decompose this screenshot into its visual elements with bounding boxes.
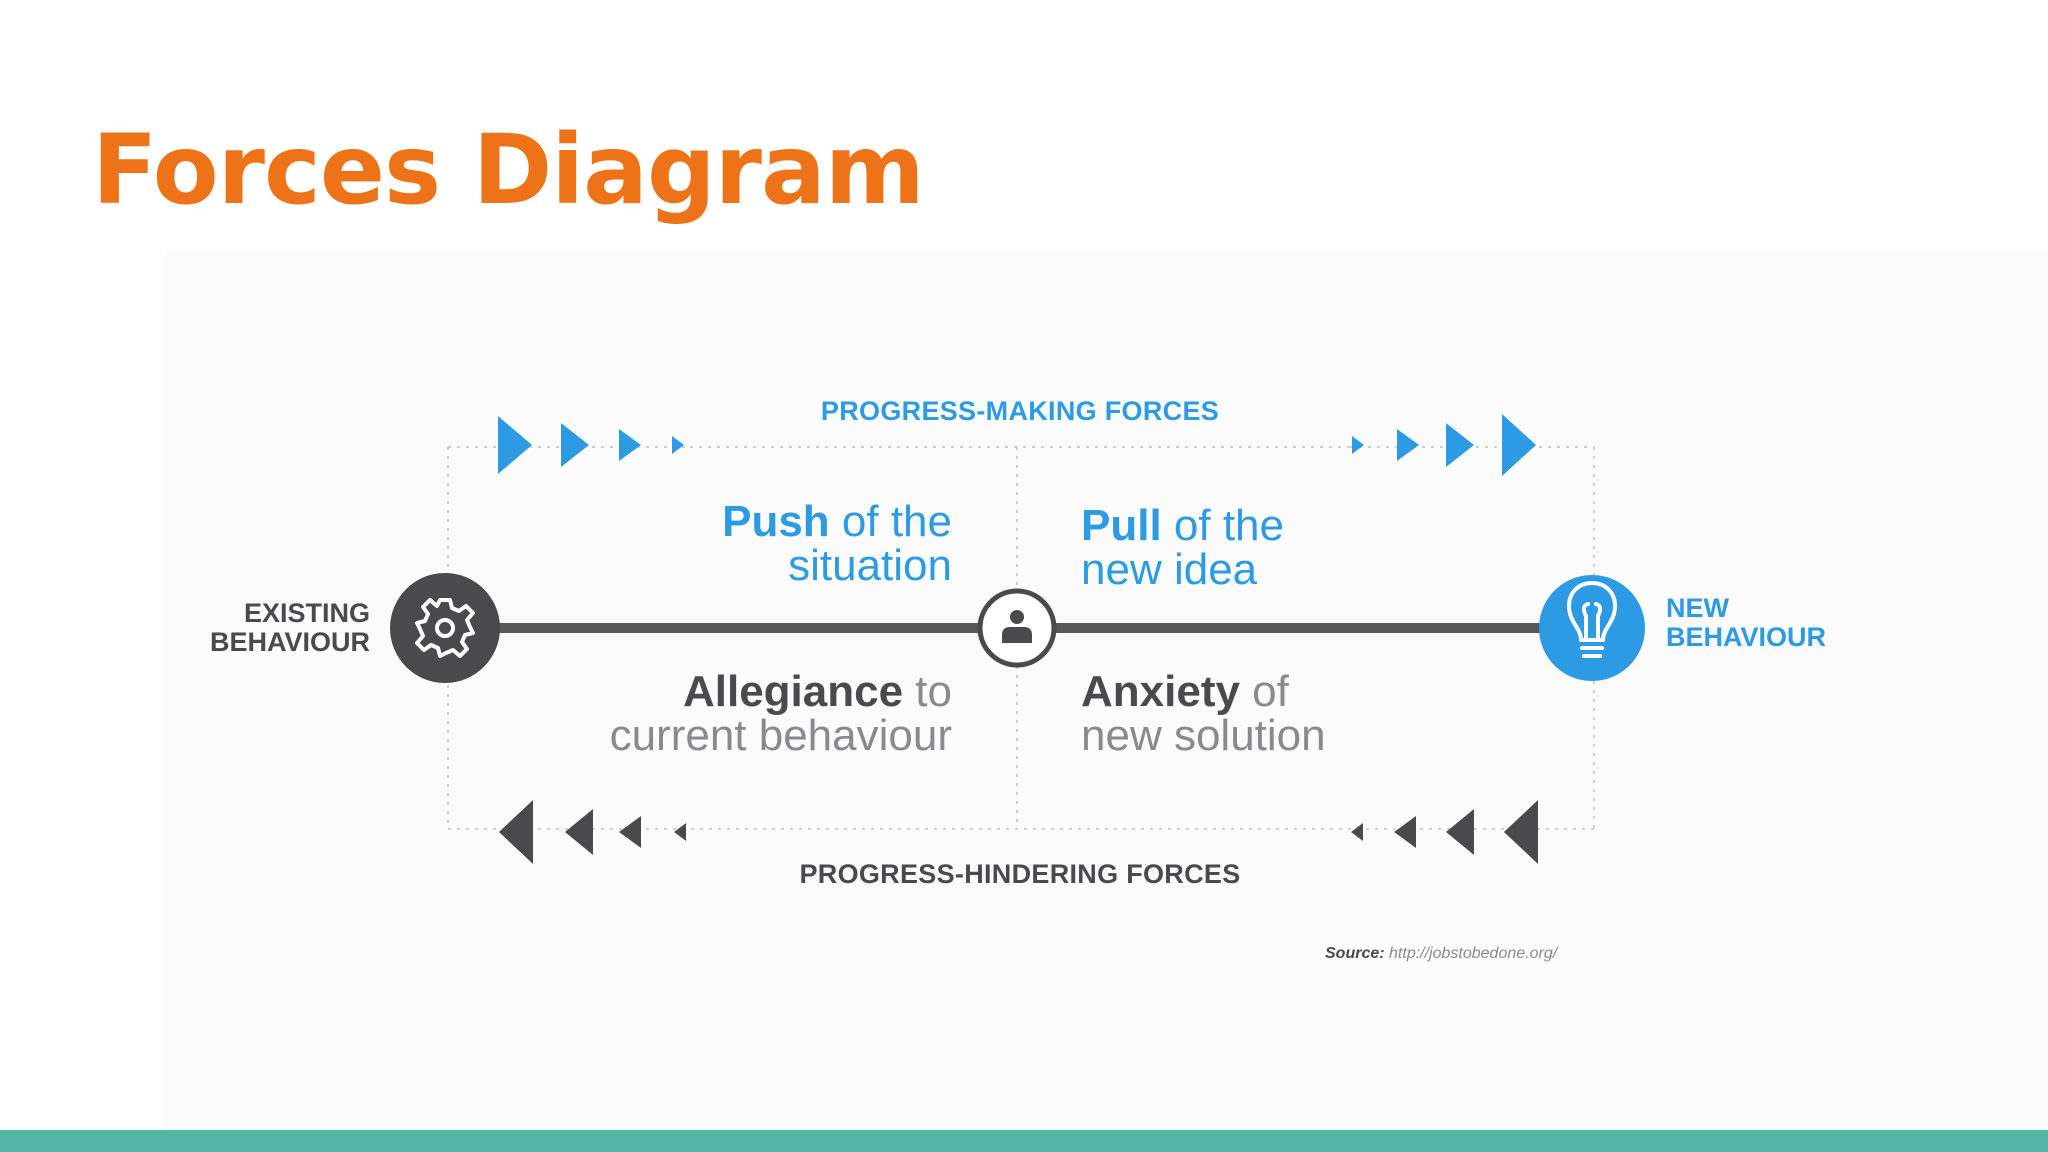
right-arrow-tiny [672, 436, 684, 454]
lightbulb-icon [1567, 581, 1617, 658]
left-arrow-small [619, 816, 641, 848]
allegiance-line2: current behaviour [609, 711, 952, 760]
right-arrow-small [1397, 429, 1419, 461]
right-arrow-small [619, 429, 641, 461]
allegiance-rest: to [903, 667, 952, 716]
left-arrow-medium [565, 809, 593, 855]
left-arrow-large [499, 800, 533, 864]
gear-icon [415, 598, 475, 658]
right-arrow-medium [561, 423, 589, 467]
progress-hindering-arrows [499, 800, 1538, 864]
pull-rest: of the [1161, 501, 1284, 550]
right-arrow-large [498, 416, 532, 474]
push-line2: situation [788, 541, 952, 590]
anxiety-text: Anxiety of new solution [1081, 670, 1326, 758]
left-arrow-tiny [1351, 823, 1363, 841]
pull-line2: new idea [1081, 545, 1258, 594]
source-url: http://jobstobedone.org/ [1389, 945, 1558, 962]
progress-making-forces-label: PROGRESS-MAKING FORCES [820, 396, 1220, 426]
figure-panel [165, 250, 2048, 1130]
slide-title: Forces Diagram [92, 114, 925, 226]
right-arrow-tiny [1352, 436, 1364, 454]
center-person-node [977, 588, 1057, 668]
left-arrow-medium [1446, 809, 1474, 855]
left-arrow-small [1394, 816, 1416, 848]
new-behaviour-line2: BEHAVIOUR [1666, 622, 1827, 652]
right-arrow-medium [1446, 423, 1474, 467]
anxiety-rest: of [1239, 667, 1289, 716]
existing-behaviour-line2: BEHAVIOUR [209, 627, 370, 657]
anxiety-bold: Anxiety [1081, 667, 1240, 716]
existing-behaviour-node [390, 573, 500, 683]
new-behaviour-label: NEW BEHAVIOUR [1666, 594, 1826, 652]
allegiance-bold: Allegiance [682, 667, 904, 716]
pull-bold: Pull [1081, 501, 1162, 550]
new-behaviour-node [1539, 575, 1645, 681]
progress-making-arrows [498, 414, 1536, 476]
pull-of-new-idea-text: Pull of the new idea [1081, 504, 1284, 592]
anxiety-line2: new solution [1081, 711, 1326, 760]
existing-behaviour-line1: EXISTING [243, 598, 370, 628]
push-bold: Push [722, 497, 830, 546]
source-key: Source: [1325, 945, 1385, 962]
left-arrow-large [1504, 800, 1538, 864]
push-of-situation-text: Push of the situation [722, 500, 952, 588]
person-icon [1002, 610, 1032, 643]
source-citation: Source: http://jobstobedone.org/ [1325, 945, 1557, 963]
allegiance-text: Allegiance to current behaviour [610, 670, 952, 758]
push-rest: of the [829, 497, 952, 546]
bottom-accent-band [0, 1130, 2048, 1152]
left-arrow-tiny [674, 823, 686, 841]
new-behaviour-line1: NEW [1666, 593, 1729, 623]
existing-behaviour-label: EXISTING BEHAVIOUR [210, 599, 370, 657]
right-arrow-large [1502, 414, 1536, 476]
progress-hindering-forces-label: PROGRESS-HINDERING FORCES [799, 859, 1241, 889]
